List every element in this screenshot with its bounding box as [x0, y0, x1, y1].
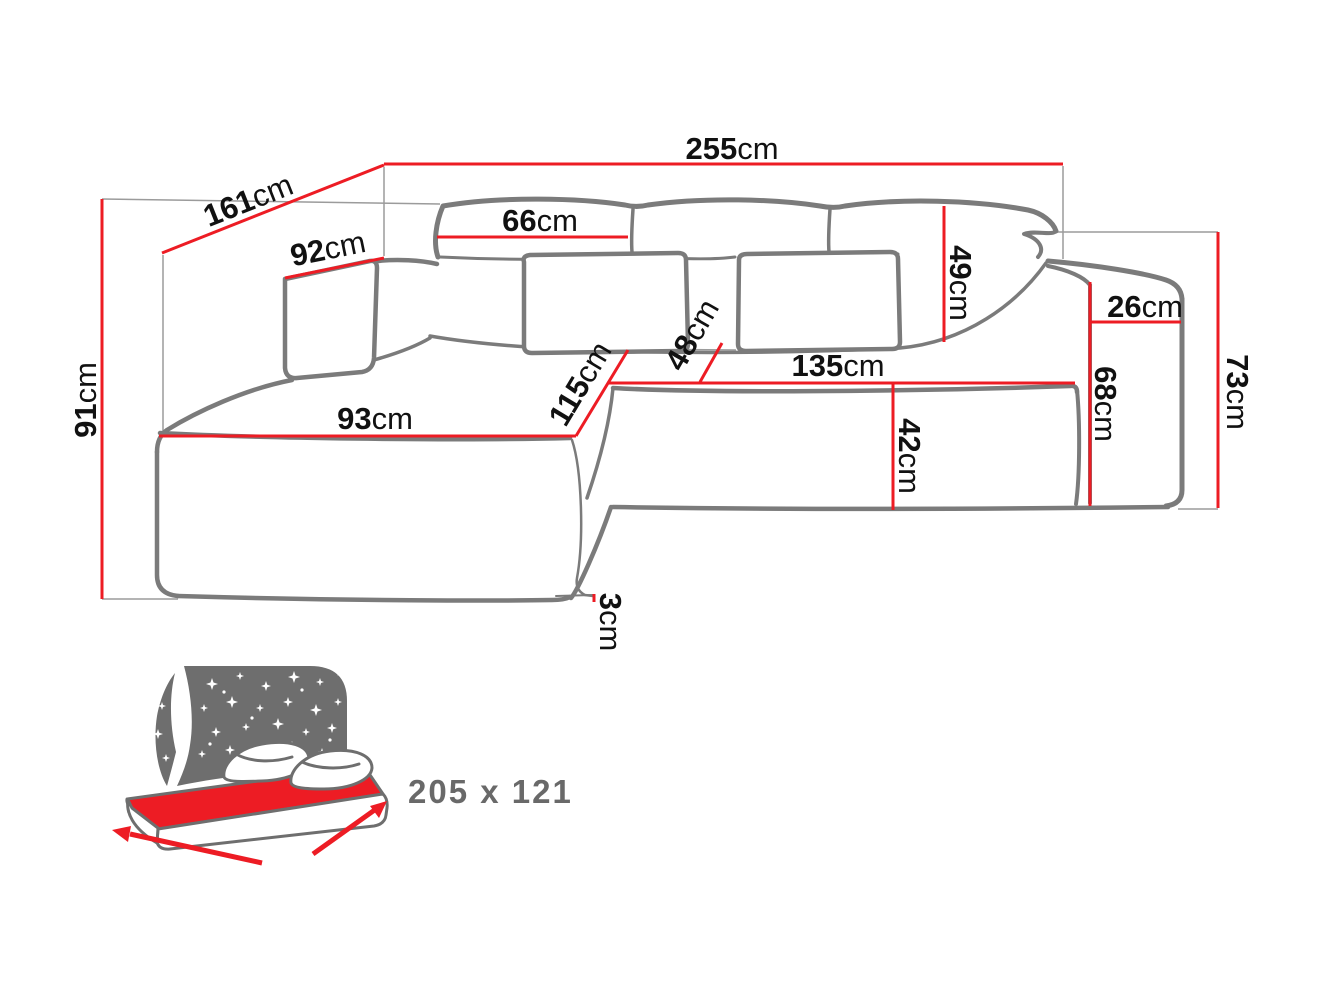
star-dot — [328, 738, 332, 742]
dim-chaise-length-label: 93cm — [337, 401, 413, 436]
star-dot — [208, 742, 212, 746]
chaise-top-sweep — [154, 377, 295, 455]
right-armrest-top-edge — [1045, 258, 1185, 302]
chaise-right-edge — [570, 438, 595, 598]
dim-total-width-label: 255cm — [685, 131, 778, 166]
back-cushions-top — [433, 196, 1059, 260]
depth-arrow-head — [370, 801, 387, 818]
back-cushion-separator-1 — [629, 207, 635, 254]
left-armrest — [282, 258, 380, 381]
bed-pillow-left-crease — [234, 752, 294, 763]
base-plinth-line — [555, 594, 594, 597]
dim-total-depth-label: 161cm — [198, 167, 297, 234]
sofa-outline — [154, 196, 1185, 603]
front-pillow-left — [521, 250, 691, 356]
mattress-front — [155, 792, 389, 851]
chaise-bottom-edge — [175, 593, 573, 603]
back-cushion-separator-2 — [826, 207, 832, 254]
dim-seat-width-label: 135cm — [791, 348, 884, 383]
depth-arrow-line — [311, 806, 378, 857]
mattress-left-side — [126, 798, 160, 845]
dim-total-depth-line — [161, 163, 385, 255]
dim-armrest-height-label: 68cm — [1088, 366, 1123, 442]
star-dot — [300, 688, 304, 692]
sleeping-area-size: 205 x 121 — [408, 773, 573, 810]
front-pillow-right — [735, 249, 903, 354]
bed-pillow-right-crease — [300, 760, 361, 770]
left-armrest-seat-edge — [372, 336, 432, 362]
dim-armrest-width-label: 26cm — [1107, 289, 1183, 324]
star-dot — [250, 716, 254, 720]
dim-pillow-height-label: 49cm — [943, 245, 978, 321]
right-armrest-outer-edge — [1163, 296, 1185, 509]
base-step-slant — [568, 504, 614, 601]
seat-right-edge — [1074, 388, 1082, 506]
moon-crescent-sliver — [155, 673, 176, 786]
width-arrow-head — [112, 826, 131, 842]
seat-front-edge — [610, 383, 1080, 395]
sleep-function-icon: 205 x 121 — [112, 666, 573, 866]
back-cushion-right-edge — [1022, 229, 1058, 259]
dim-right-height-label: 73cm — [1220, 354, 1255, 430]
chaise-left-edge — [154, 449, 181, 599]
extension-lines — [101, 166, 1218, 600]
size-arrows — [112, 801, 387, 866]
seat-front-left-slant — [585, 386, 615, 500]
width-arrow-line — [129, 831, 263, 866]
dim-left-armrest-line — [284, 256, 385, 280]
dim-seat-height-label: 42cm — [892, 418, 927, 494]
right-armrest-inner-top — [1046, 264, 1092, 287]
left-armrest-back-edge — [374, 257, 440, 267]
bed-pillow-right — [289, 748, 374, 791]
dim-left-height-label: 91cm — [68, 362, 103, 438]
sofa-bottom-right — [610, 504, 1171, 512]
dim-seat-diagonal-line — [698, 342, 724, 383]
dimension-lines — [100, 162, 1220, 602]
dim-left-armrest-label: 92cm — [287, 224, 368, 273]
dim-pillow-width-label: 66cm — [502, 203, 578, 238]
star-dot — [222, 690, 226, 694]
dim-chaise-depth-line — [574, 349, 630, 437]
dim-leg-height-label: 3cm — [593, 593, 628, 652]
